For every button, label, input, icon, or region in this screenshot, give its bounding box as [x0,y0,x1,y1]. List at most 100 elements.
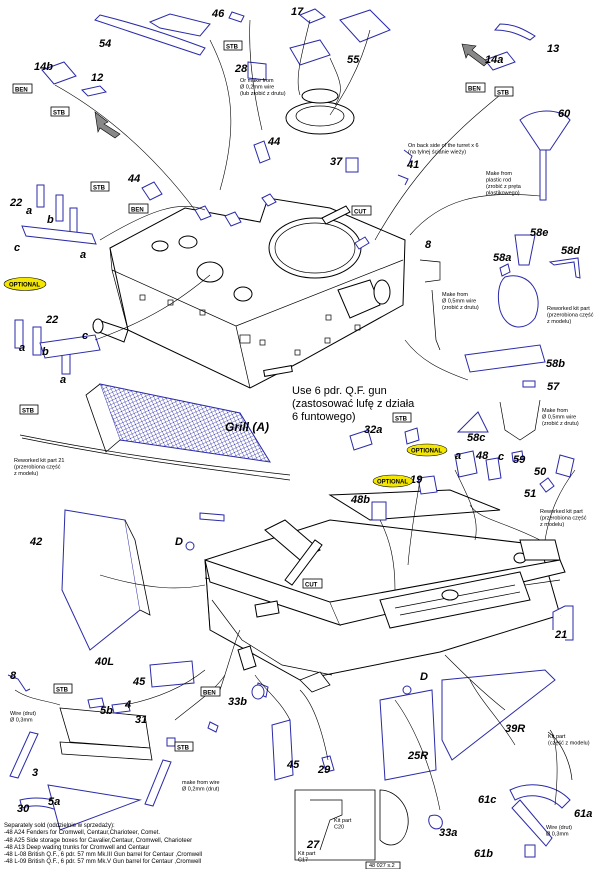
part-shapes [7,8,581,869]
part-number: 37 [330,156,343,168]
part-number: 44 [267,136,280,148]
part-number: 58c [467,432,485,444]
part-number: 50 [534,466,547,478]
sub-letter: a [455,450,461,462]
part-number: 3 [32,767,38,779]
part-number: 55 [347,54,360,66]
note-wire8: Wire (drut)Ø 0,3mm [10,711,36,724]
sub-letter: c [498,451,504,463]
note-turret: On back side of the turret x 6(na tylnej… [408,143,479,156]
footer-line: -48 A24 Fenders for Cromwell, Centaur,Ch… [4,830,161,837]
part-number: 4 [124,699,131,711]
part-number: 58e [530,227,548,239]
footer-line: -48 L-08 British Q.F., 6 pdr. 57 mm Mk.I… [4,852,203,859]
ben-tag: BEN [203,691,216,697]
part-number: 58b [546,358,565,370]
part-number: 33b [228,696,247,708]
part-number: 61a [574,808,592,820]
part-number: 22 [9,197,22,209]
part-number: 44 [127,173,140,185]
optional-label: OPTIONAL [9,283,40,289]
part-number: 58d [561,245,580,257]
part-number: 14a [485,54,503,66]
separately-sold-list: Separately sold (oddzielnie w sprzedaży)… [4,823,334,867]
sub-letter: c [82,330,88,342]
part-number: 59 [513,454,526,466]
ben-tag: BEN [131,208,144,214]
stb-tag: STB [177,746,190,752]
part-number: 46 [211,8,225,20]
footer-line: -48 A25 Side storage boxes for Cavalier,… [4,837,193,844]
part-numbers: 46 17 54 28 55 14a 13 14b 12 60 44 37 41… [9,6,592,860]
part-number: D [175,536,183,548]
footer-line: -48 L-09 British Q.F., 6 pdr. 57 mm Mk.V… [4,859,202,866]
direction-arrow-left [94,111,121,139]
stb-tag: STB [93,186,106,192]
part-number: 45 [132,676,146,688]
part-number: 8 [10,670,17,682]
sub-letter: a [60,374,66,386]
stb-tag: STB [497,91,510,97]
sub-letter: b [47,214,54,226]
note-gun: Use 6 pdr. Q.F. gun(zastosować lufę z dz… [292,385,415,423]
stb-tag: STB [22,409,35,415]
footer-line: -48 A13 Deep wading trunks for Cromwell … [4,844,150,851]
part-number: 48b [350,494,370,506]
part-number: 48 [475,450,489,462]
part-number: 28 [234,63,248,75]
part-number: 51 [524,488,536,500]
part-number: 42 [29,536,42,548]
part-number: 54 [99,38,111,50]
sheet-code: 48 027 s.2 [369,863,395,869]
hull-drawing [204,489,566,693]
sub-letter: a [19,342,25,354]
turret-drawing [92,88,406,389]
part-number: 14b [34,61,53,73]
sub-letter: c [14,242,20,254]
part-number: 60 [558,108,571,120]
footer-line: Separately sold (oddzielnie w sprzedaży)… [4,823,115,829]
part-number: 39R [505,723,525,735]
part-number: 41 [406,159,419,171]
part-number: 17 [291,6,304,18]
part-number: 61b [474,848,493,860]
ben-tag: BEN [15,88,28,94]
stb-tag: STB [56,688,69,694]
part-number: 32a [364,424,382,436]
stb-tag: STB [53,111,66,117]
part-number: 40L [94,656,114,668]
part-number: 61c [478,794,496,806]
part-number: 27 [306,839,320,851]
stb-tag: STB [226,45,239,51]
part-number: 30 [17,803,30,815]
grill-drawing [19,383,291,522]
note-kit61: Kit part(część z modelu) [548,734,590,747]
cut-tag: CUT [305,583,318,589]
part-number: D [420,671,428,683]
part-number: 12 [91,72,103,84]
tags: STB STB STB STB STB STB STB STB BEN BEN … [12,40,514,752]
optional-label: OPTIONAL [377,480,408,486]
sub-letter: a [80,249,86,261]
part-number: 5b [100,705,113,717]
stb-tag: STB [395,417,408,423]
optional-labels: OPTIONAL OPTIONAL OPTIONAL [3,277,448,488]
part-number: 33a [439,827,457,839]
part-number: 29 [317,764,331,776]
part-number: 19 [410,474,423,486]
part-number: 21 [554,629,567,641]
part-number: 8 [425,239,432,251]
part-number: 13 [547,43,559,55]
sub-letter: b [42,346,49,358]
